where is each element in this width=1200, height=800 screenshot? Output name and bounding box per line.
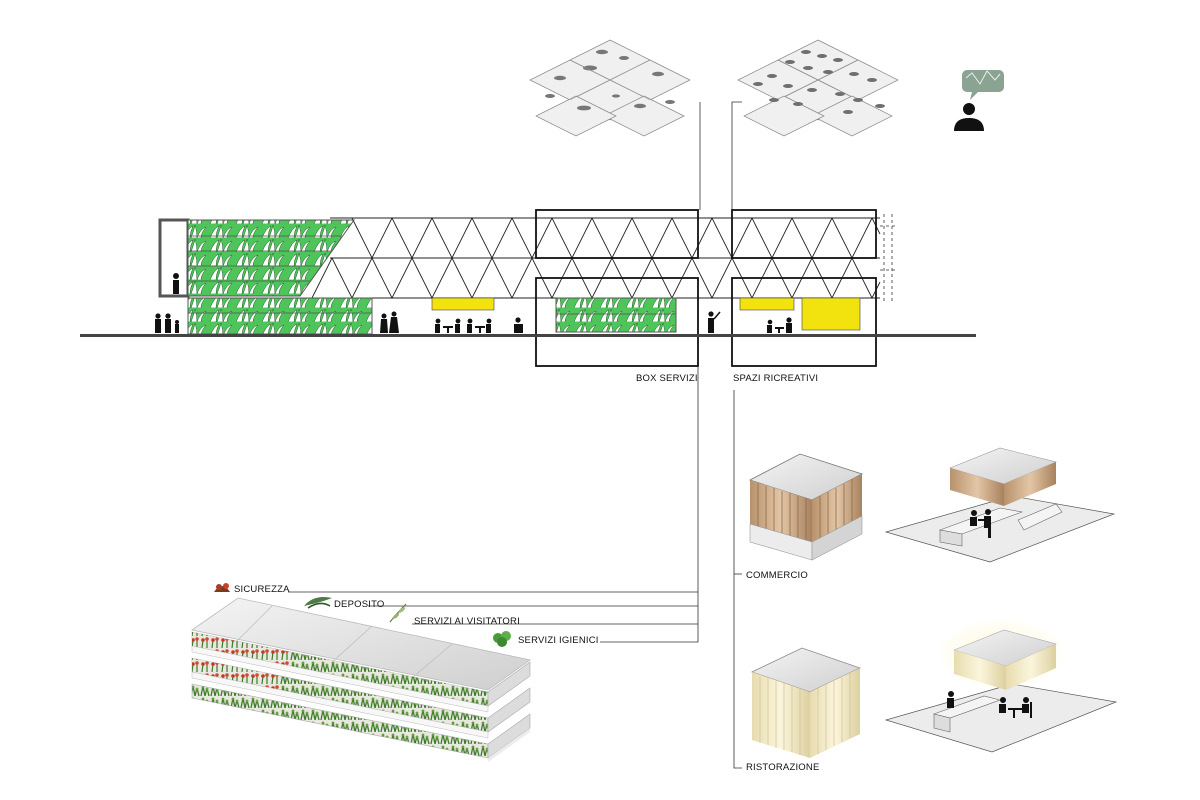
ristorazione-plan xyxy=(884,620,1118,753)
panel-module-left xyxy=(529,39,691,137)
frame-spazi-bottom xyxy=(731,277,877,367)
yellow-panel-large xyxy=(801,297,861,331)
green-wall-upper xyxy=(187,219,355,297)
red-plant-icon xyxy=(214,583,230,592)
label-commercio: COMMERCIO xyxy=(746,570,808,581)
fern-plant-icon xyxy=(304,597,332,609)
speech-bubble-icon xyxy=(962,70,1004,100)
people-figures xyxy=(155,273,792,333)
label-servizi-igienici: SERVIZI IGIENICI xyxy=(518,635,599,646)
commercio-kiosk xyxy=(748,453,864,561)
truss-end xyxy=(880,214,896,302)
yellow-panel-small xyxy=(739,297,795,311)
commercio-plan xyxy=(884,447,1116,563)
elevation: BOX SERVIZI SPAZI RICREATIVI xyxy=(80,209,976,384)
ristorazione-kiosk xyxy=(750,647,862,758)
label-spazi-ricreativi: SPAZI RICREATIVI xyxy=(733,373,818,384)
connector-lines-top xyxy=(699,101,742,210)
label-servizi-visitatori: SERVIZI AI VISITATORI xyxy=(414,616,520,627)
label-ristorazione: RISTORAZIONE xyxy=(746,762,819,773)
ground-line xyxy=(80,334,976,337)
person-icon xyxy=(954,103,984,131)
frame-spazi-top xyxy=(731,209,877,259)
service-block xyxy=(191,597,531,762)
yellow-panel-left xyxy=(431,297,495,311)
green-wall-lower xyxy=(187,297,373,335)
olive-sprig-icon xyxy=(389,603,407,623)
label-box-servizi: BOX SERVIZI xyxy=(636,373,698,384)
basil-plant-icon xyxy=(493,631,511,647)
panel-module-right xyxy=(737,39,899,137)
frame-box-servizi-bottom xyxy=(535,277,699,367)
connector-lines-bottom xyxy=(288,366,742,769)
label-deposito: DEPOSITO xyxy=(334,599,385,610)
green-service-box xyxy=(555,297,677,333)
frame-box-servizi-top xyxy=(535,209,699,259)
label-sicurezza: SICUREZZA xyxy=(234,584,290,595)
